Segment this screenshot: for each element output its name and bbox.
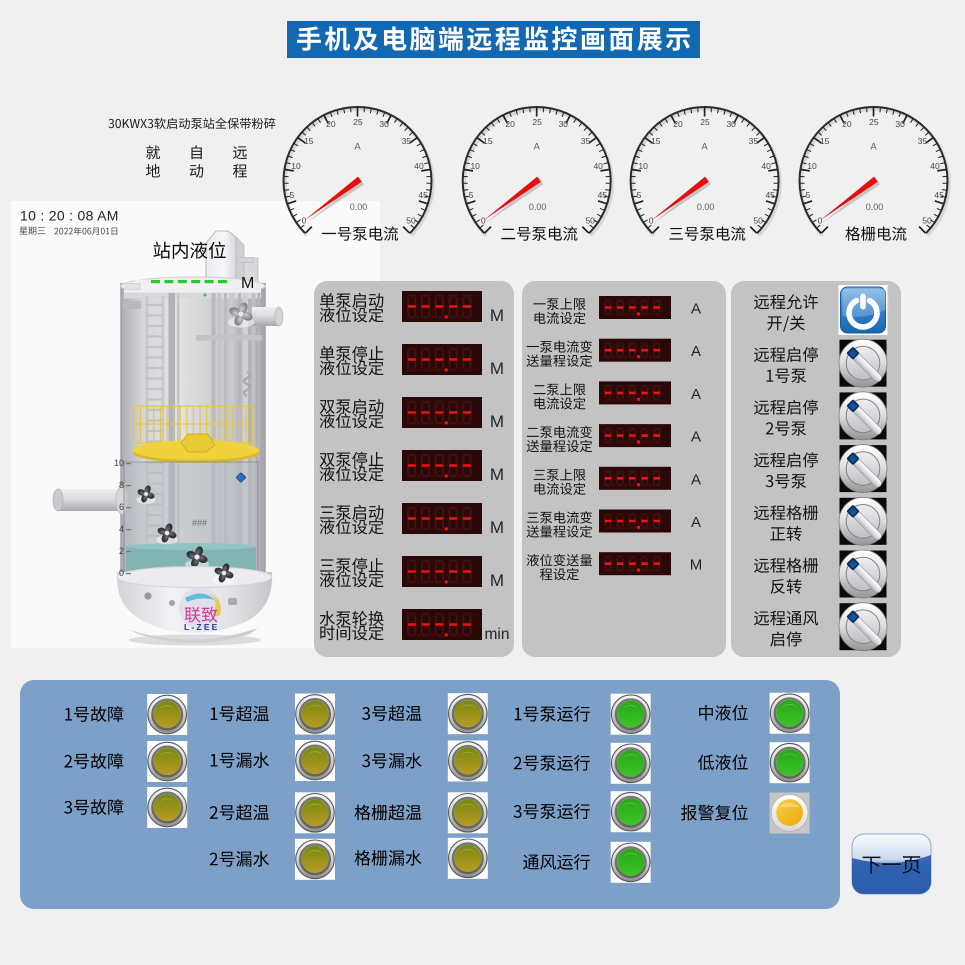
svg-text:45: 45	[934, 190, 944, 200]
svg-text:###: ###	[192, 518, 207, 528]
svg-text:M: M	[490, 465, 504, 484]
svg-text:0.00: 0.00	[529, 202, 547, 212]
svg-text:45: 45	[418, 190, 428, 200]
svg-text:40: 40	[414, 161, 424, 171]
svg-text:min: min	[485, 626, 510, 643]
svg-text:M: M	[490, 412, 504, 431]
svg-text:25: 25	[869, 117, 879, 127]
svg-text:15: 15	[820, 136, 830, 146]
svg-text:50: 50	[406, 216, 416, 226]
svg-text:35: 35	[918, 136, 928, 146]
svg-text:6: 6	[119, 502, 124, 512]
svg-text:2: 2	[119, 546, 124, 556]
svg-text:30: 30	[379, 119, 389, 129]
svg-text:A: A	[691, 471, 701, 488]
svg-text:M: M	[490, 571, 504, 590]
svg-text:0: 0	[649, 216, 654, 226]
svg-text:A: A	[534, 142, 541, 153]
svg-text:20: 20	[842, 119, 852, 129]
svg-text:30: 30	[726, 119, 736, 129]
svg-text:M: M	[490, 306, 504, 325]
svg-text:A: A	[691, 386, 701, 403]
svg-text:A: A	[691, 301, 701, 318]
svg-text:A: A	[870, 142, 877, 153]
svg-text:30: 30	[559, 119, 569, 129]
svg-text:A: A	[691, 343, 701, 360]
svg-text:50: 50	[753, 216, 763, 226]
svg-text:M: M	[241, 275, 254, 292]
svg-text:M: M	[490, 359, 504, 378]
svg-text:M: M	[490, 518, 504, 537]
svg-text:4: 4	[119, 524, 124, 534]
svg-text:25: 25	[532, 117, 542, 127]
svg-text:10: 10	[291, 161, 301, 171]
svg-text:35: 35	[581, 136, 591, 146]
svg-text:20: 20	[505, 119, 515, 129]
svg-text:0: 0	[302, 216, 307, 226]
svg-text:50: 50	[922, 216, 932, 226]
svg-text:10 : 20 : 08 AM: 10 : 20 : 08 AM	[20, 208, 119, 224]
svg-text:15: 15	[483, 136, 493, 146]
svg-text:20: 20	[326, 119, 336, 129]
svg-text:0: 0	[481, 216, 486, 226]
svg-text:10: 10	[470, 161, 480, 171]
svg-text:A: A	[354, 142, 361, 153]
svg-text:20: 20	[673, 119, 683, 129]
svg-text:5: 5	[806, 190, 811, 200]
svg-text:40: 40	[761, 161, 771, 171]
svg-text:0.00: 0.00	[866, 202, 884, 212]
svg-text:5: 5	[290, 190, 295, 200]
svg-text:10: 10	[638, 161, 648, 171]
svg-text:40: 40	[593, 161, 603, 171]
svg-text:M: M	[690, 557, 703, 574]
svg-text:10: 10	[807, 161, 817, 171]
svg-text:10: 10	[114, 458, 124, 468]
svg-text:35: 35	[402, 136, 412, 146]
svg-text:45: 45	[765, 190, 775, 200]
svg-text:0.00: 0.00	[350, 202, 368, 212]
svg-text:45: 45	[598, 190, 608, 200]
svg-text:0: 0	[818, 216, 823, 226]
svg-text:15: 15	[304, 136, 314, 146]
svg-text:A: A	[701, 142, 708, 153]
svg-text:A: A	[691, 429, 701, 446]
svg-text:A: A	[691, 514, 701, 531]
svg-text:35: 35	[749, 136, 759, 146]
svg-text:0: 0	[119, 568, 124, 578]
svg-text:8: 8	[119, 480, 124, 490]
svg-text:50: 50	[585, 216, 595, 226]
svg-text:15: 15	[651, 136, 661, 146]
svg-text:L-ZEE: L-ZEE	[184, 622, 220, 632]
svg-text:25: 25	[700, 117, 710, 127]
svg-text:25: 25	[353, 117, 363, 127]
svg-text:0.00: 0.00	[697, 202, 715, 212]
svg-text:5: 5	[469, 190, 474, 200]
svg-text:40: 40	[930, 161, 940, 171]
svg-text:30: 30	[895, 119, 905, 129]
svg-text:5: 5	[637, 190, 642, 200]
